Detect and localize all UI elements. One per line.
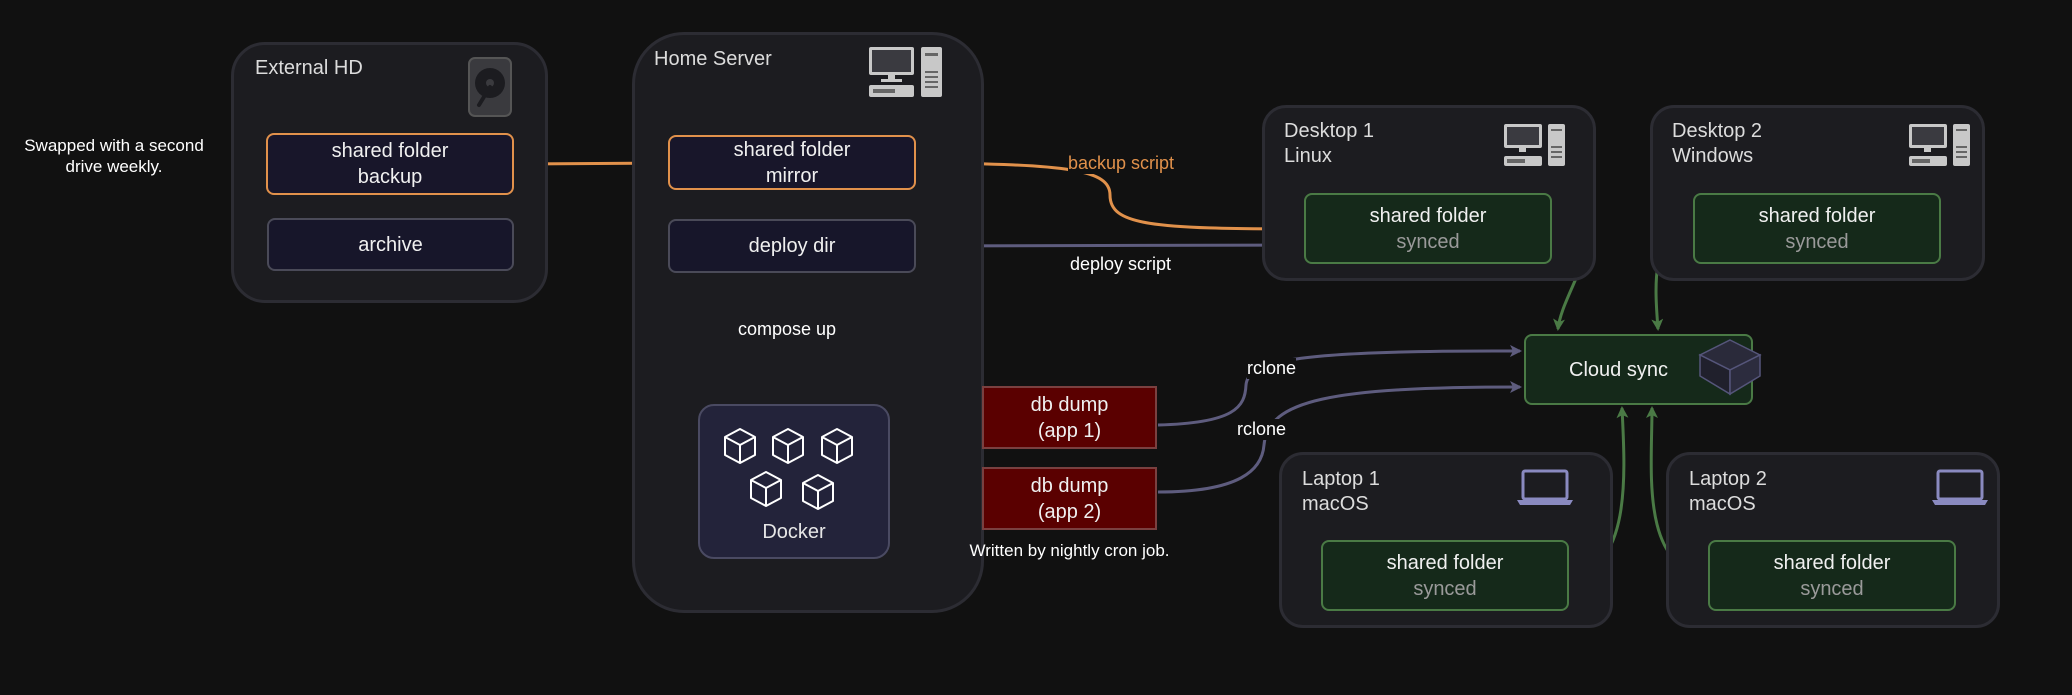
node-line-2: mirror [765,164,819,187]
desktop-computer-icon [869,47,942,97]
cube-icon [772,428,804,464]
desktop-computer-icon [1504,124,1565,166]
sync-status: synced [1785,230,1849,253]
node-line-1: shared folder [331,140,449,162]
dump-line-2: (app 1) [1037,419,1102,442]
cube-icon [724,428,756,464]
docker-node: Docker [698,404,890,559]
laptop-2-shared-folder: shared folder synced [1708,540,1956,611]
dump-line-1: db dump [1030,393,1109,416]
dump-line-2: (app 2) [1037,500,1102,523]
node-label: deploy dir [748,235,836,257]
edge-label-rclone-1: rclone [1247,358,1297,379]
edge-backup-script [918,157,1306,231]
group-home-server: Home Server [632,32,984,613]
laptop-icon [1517,469,1573,505]
cube-icon [750,471,782,507]
group-title: Laptop 1 macOS [1302,468,1380,515]
shared-folder-backup: shared folder backup [266,133,514,195]
node-line-1: shared folder [733,138,851,161]
archive-node: archive [267,218,514,271]
folder-label: shared folder [1773,551,1891,574]
dump-line-1: db dump [1030,474,1109,497]
node-label: archive [358,233,423,256]
docker-label: Docker [762,521,826,543]
cloud-box-icon [1698,339,1762,396]
folder-label: shared folder [1386,551,1504,574]
cron-note: Written by nightly cron job. [969,541,1170,560]
desktop-computer-icon [1909,124,1970,166]
cube-icon [821,428,853,464]
laptop-1-shared-folder: shared folder synced [1321,540,1569,611]
desktop-1-shared-folder: shared folder synced [1304,193,1552,264]
group-title: External HD [255,57,363,79]
group-title: Laptop 2 macOS [1689,468,1767,515]
db-dump-app-1: db dump (app 1) [982,386,1157,449]
laptop-icon [1932,469,1988,505]
deploy-dir-node: deploy dir [668,219,916,273]
group-title: Home Server [654,48,772,70]
group-title: Desktop 1 Linux [1284,120,1375,167]
edge-label-backup-script: backup script [1068,153,1175,174]
folder-label: shared folder [1369,204,1487,227]
edge-label-deploy-script: deploy script [1070,254,1172,274]
hard-drive-icon [468,57,512,117]
shared-folder-mirror: shared folder mirror [668,135,916,190]
edge-label-compose-up: compose up [738,319,837,339]
sync-status: synced [1396,230,1460,253]
db-dump-app-2: db dump (app 2) [982,467,1157,530]
desktop-2-shared-folder: shared folder synced [1693,193,1941,264]
sync-status: synced [1413,577,1477,600]
edge-label-rclone-2: rclone [1237,419,1287,440]
cube-icon [802,474,834,510]
cloud-sync-label: Cloud sync [1569,358,1668,381]
sync-status: synced [1800,577,1864,600]
swap-note: Swapped with a second drive weekly. [24,136,204,176]
group-title: Desktop 2 Windows [1672,120,1763,167]
node-line-2: backup [357,166,423,188]
folder-label: shared folder [1758,204,1876,227]
